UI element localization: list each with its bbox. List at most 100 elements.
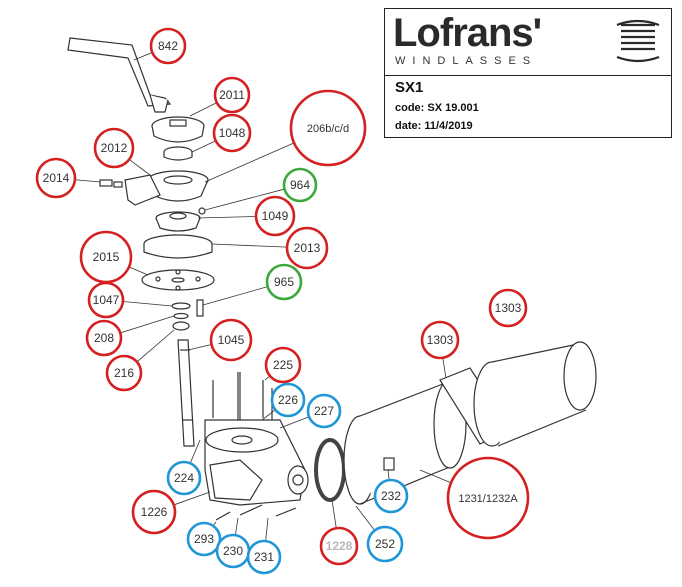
callout-circle-1047 [87,281,125,319]
callout-label-1226: 1226 [141,505,168,519]
callout-circle-231 [246,539,282,575]
callout-circle-1228 [319,526,359,566]
callout-label-2012: 2012 [101,141,128,155]
callout-label-2013: 2013 [294,241,321,255]
handle-part [67,37,172,113]
shaft-part [177,339,195,447]
leader-line-230 [235,517,239,536]
callout-circle-252 [366,525,404,563]
leader-line-1228 [331,499,337,529]
brand-subtitle: WINDLASSES [395,55,538,67]
callout-label-1303b: 1303 [495,301,522,315]
leader-lines [74,52,507,542]
disc-part [143,234,213,259]
callout-label-964: 964 [290,178,310,192]
callout-circle-225 [264,346,302,384]
callout-label-208: 208 [94,331,114,345]
leader-line-964 [204,188,285,211]
leader-line-1047 [122,301,173,307]
callout-label-965: 965 [274,275,294,289]
callout-circle-1303a [420,320,460,360]
callout-label-226: 226 [278,393,298,407]
bracket-part [99,174,161,206]
title-block: Lofrans' WINDLASSES SX1 code: SX 19.001 … [384,8,672,138]
leader-line-965 [202,286,268,306]
callout-circle-226 [270,382,306,418]
callout-label-1049: 1049 [262,209,289,223]
callout-circle-1231 [446,456,530,540]
bolts-part [215,504,297,521]
leader-line-224 [189,439,201,464]
cone-part [155,211,201,232]
callout-circle-293 [186,521,222,557]
callout-circle-224 [166,460,202,496]
leader-line-2013 [211,243,288,248]
callout-label-231: 231 [254,550,274,564]
leader-line-2012 [128,159,151,176]
callout-label-2015: 2015 [93,250,120,264]
nut-part [163,146,193,161]
leader-line-2014 [74,179,101,183]
callout-label-206bcd: 206b/c/d [307,123,349,135]
leader-line-1226 [173,491,211,506]
callout-label-216: 216 [114,366,134,380]
callout-circle-232 [373,478,409,514]
washer-208-part [173,312,189,320]
callout-labels: 842 2011 1048 2012 206b/c/d 2014 964 1049 2015 20… [35,27,530,575]
leader-line-2011 [189,102,217,117]
callout-label-225: 225 [273,358,293,372]
bush-216-part [172,321,190,331]
leader-line-1303a [442,357,447,379]
callout-label-224: 224 [174,471,194,485]
gearbox-part [204,419,309,506]
callout-label-1231: 1231/1232A [458,493,518,505]
key-965-part [196,299,204,317]
motor-part [343,379,467,505]
brand-logo: Lofrans' WINDLASSES [385,9,671,76]
drawing-info: SX1 code: SX 19.001 date: 11/4/2019 [395,77,479,132]
callout-label-2014: 2014 [43,171,70,185]
callout-circle-2013 [285,226,329,270]
leader-line-842 [133,52,153,61]
callout-circle-216 [105,354,143,392]
callout-label-1047: 1047 [93,293,120,307]
leader-line-208 [120,315,175,334]
leader-line-216 [136,329,175,363]
leader-line-1049 [197,216,257,219]
flange-part [141,269,215,291]
callout-label-2011: 2011 [219,88,245,102]
callout-label-1303a: 1303 [427,333,454,347]
callout-label-227: 227 [314,404,334,418]
leader-line-1231 [419,469,452,484]
windlass-parts-drawing [67,37,597,521]
callout-label-1045: 1045 [218,333,245,347]
callout-circle-206bcd [289,89,367,167]
leader-line-252 [355,505,376,531]
cap-part [151,116,205,143]
callout-circle-842 [149,27,187,65]
leader-line-206bcd [204,142,295,183]
leader-line-1048 [191,140,216,153]
model-name: SX1 [395,79,424,96]
callout-label-1048: 1048 [219,126,246,140]
callout-circle-1048 [212,113,252,153]
callout-circle-964 [282,167,318,203]
pin-964-part [198,207,206,215]
callout-label-293: 293 [194,532,214,546]
callout-label-232: 232 [381,489,401,503]
contactor-part [439,341,597,447]
callout-label-842: 842 [158,39,178,53]
windlass-logo-icon [616,19,660,63]
callout-circle-1049 [254,195,296,237]
callout-circle-208 [85,319,123,357]
studs-part [212,372,273,420]
leader-line-226 [261,409,276,421]
callout-circle-1303b [488,288,528,328]
callout-circle-2014 [35,157,77,199]
callout-circle-965 [265,263,303,301]
callout-label-252: 252 [375,537,395,551]
callout-circle-1045 [209,318,253,362]
callout-circle-1226 [131,489,177,535]
callout-circle-2011 [213,76,251,114]
